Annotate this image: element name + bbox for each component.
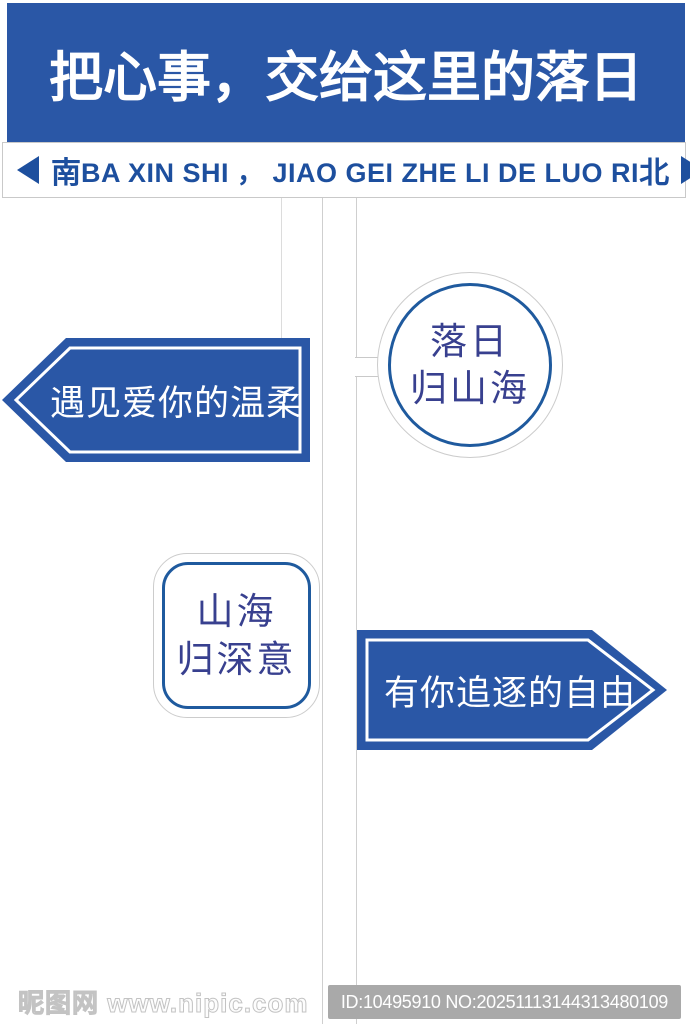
circle-sign-ring: 落日 归山海 [388, 283, 552, 447]
right-arrow-label: 有你追逐的自由 [383, 673, 636, 713]
direction-bar: 南 BA XIN SHI ， JIAO GEI ZHE LI DE LUO RI… [2, 142, 690, 198]
circle-sign-connector [355, 357, 381, 377]
id-badge: ID:10495910 NO:20251113144313480109 [327, 985, 681, 1019]
pole-highlight-line [281, 198, 282, 340]
left-arrow-sign: 遇见爱你的温柔 [42, 337, 310, 463]
square-sign-line1: 山海 [196, 591, 277, 633]
pinyin-text: BA XIN SHI ， JIAO GEI ZHE LI DE LUO RI [81, 157, 640, 188]
south-label: 南 [51, 157, 81, 190]
circle-sign: 落日 归山海 [377, 272, 563, 458]
square-sign-ring: 山海 归深意 [162, 562, 311, 709]
north-label: 北 [639, 157, 670, 190]
right-arrow-shape [357, 630, 667, 750]
left-arrow-shape [2, 338, 310, 462]
signpost-pole [322, 198, 357, 1024]
south-arrow-icon [17, 156, 39, 184]
headline-banner: 把心事，交给这里的落日 [7, 3, 685, 142]
right-arrow-sign: 有你追逐的自由 [362, 629, 658, 751]
square-sign-line2: 归深意 [176, 638, 297, 680]
headline-text: 把心事，交给这里的落日 [49, 48, 643, 108]
watermark-logo: 昵图网 www.nipic.com [18, 988, 309, 1019]
north-arrow-icon [681, 156, 690, 184]
circle-sign-line2: 归山海 [410, 368, 530, 409]
square-sign-text: 山海 归深意 [177, 588, 297, 683]
circle-sign-line1: 落日 [430, 320, 510, 362]
square-sign: 山海 归深意 [153, 553, 320, 718]
left-arrow-label: 遇见爱你的温柔 [49, 383, 302, 423]
circle-sign-text: 落日 归山海 [410, 318, 530, 413]
